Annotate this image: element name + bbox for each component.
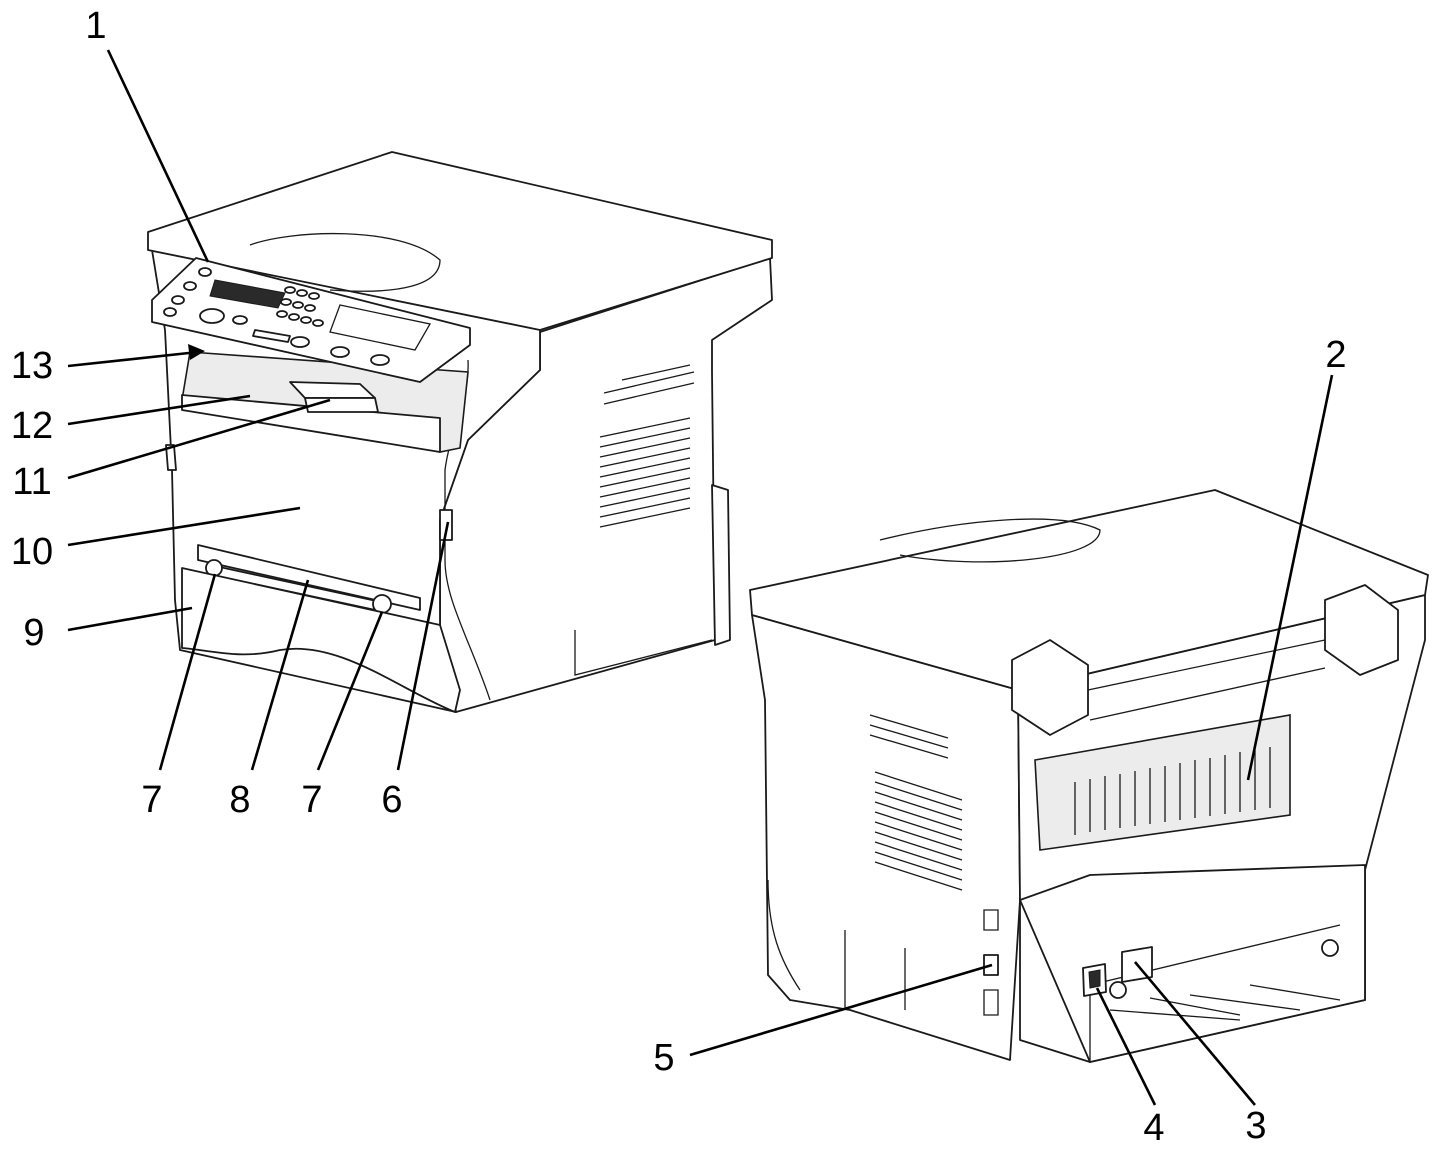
front-panel-screen xyxy=(209,279,286,309)
front-panel-buttons xyxy=(163,267,390,366)
front-paper-tray xyxy=(181,567,461,713)
callout-7a: 7 xyxy=(141,779,162,821)
rear-side-ports xyxy=(983,909,999,1016)
leader-line-2 xyxy=(1246,374,1334,781)
callout-4: 4 xyxy=(1143,1107,1164,1149)
leader-arrow-13 xyxy=(188,344,205,360)
rear-access-cover xyxy=(1034,714,1291,851)
leader-line-5 xyxy=(689,963,993,1057)
front-side-base-line xyxy=(574,630,713,676)
front-panel-label-area xyxy=(329,304,432,351)
rear-power-switch-rocker xyxy=(1088,969,1101,989)
rear-screw-left xyxy=(1109,981,1127,999)
leader-line-9 xyxy=(67,606,193,632)
rear-side-lines xyxy=(844,930,906,1010)
leader-line-8 xyxy=(250,579,310,771)
front-lid-edge xyxy=(147,249,773,331)
front-manual-feed-slot xyxy=(197,544,421,611)
leader-lines xyxy=(67,49,1334,1106)
callout-9: 9 xyxy=(23,612,44,654)
callout-8: 8 xyxy=(229,779,250,821)
callout-1: 1 xyxy=(85,5,106,47)
rear-lid-recess xyxy=(879,518,1101,563)
front-view-device xyxy=(147,151,773,713)
front-side-vents xyxy=(599,364,695,528)
leader-line-13 xyxy=(67,350,199,368)
front-lid-recess xyxy=(249,232,441,292)
callout-13: 13 xyxy=(11,345,53,387)
callout-6: 6 xyxy=(381,779,402,821)
leader-line-7b xyxy=(316,611,384,771)
rear-tray-rails xyxy=(1109,984,1341,1021)
rear-lower-block xyxy=(1019,864,1366,1063)
rear-device-side-panel xyxy=(751,614,1021,1061)
leader-line-4 xyxy=(1095,987,1157,1106)
rear-exit-slot xyxy=(1087,639,1326,721)
leader-line-11 xyxy=(67,398,331,480)
rear-view-device xyxy=(749,489,1429,1063)
front-control-panel-edge xyxy=(151,321,471,383)
rear-screw-right xyxy=(1321,939,1339,957)
front-left-latch xyxy=(165,444,177,471)
leader-line-6 xyxy=(396,521,450,771)
callout-12: 12 xyxy=(11,405,53,447)
rear-hinge-left xyxy=(1011,639,1089,736)
callout-10: 10 xyxy=(11,531,53,573)
leader-line-7a xyxy=(158,573,217,771)
callout-2: 2 xyxy=(1325,334,1346,376)
callout-11: 11 xyxy=(12,461,51,503)
leader-line-3 xyxy=(1134,961,1256,1106)
rear-side-vents xyxy=(869,714,963,891)
callout-3: 3 xyxy=(1245,1105,1266,1147)
rear-side-curve xyxy=(767,879,801,991)
front-right-slot xyxy=(439,509,453,541)
rear-hinge-right xyxy=(1324,584,1399,676)
callout-7b: 7 xyxy=(301,779,322,821)
leader-line-1 xyxy=(106,49,210,263)
rear-cover-ribs xyxy=(1074,747,1271,835)
callout-labels: 1 13 12 11 10 9 7 8 7 6 2 5 4 3 xyxy=(11,5,1347,1149)
leader-line-12 xyxy=(67,394,251,426)
callout-5: 5 xyxy=(653,1037,674,1079)
leader-line-10 xyxy=(67,506,301,547)
front-side-stand xyxy=(711,484,731,646)
